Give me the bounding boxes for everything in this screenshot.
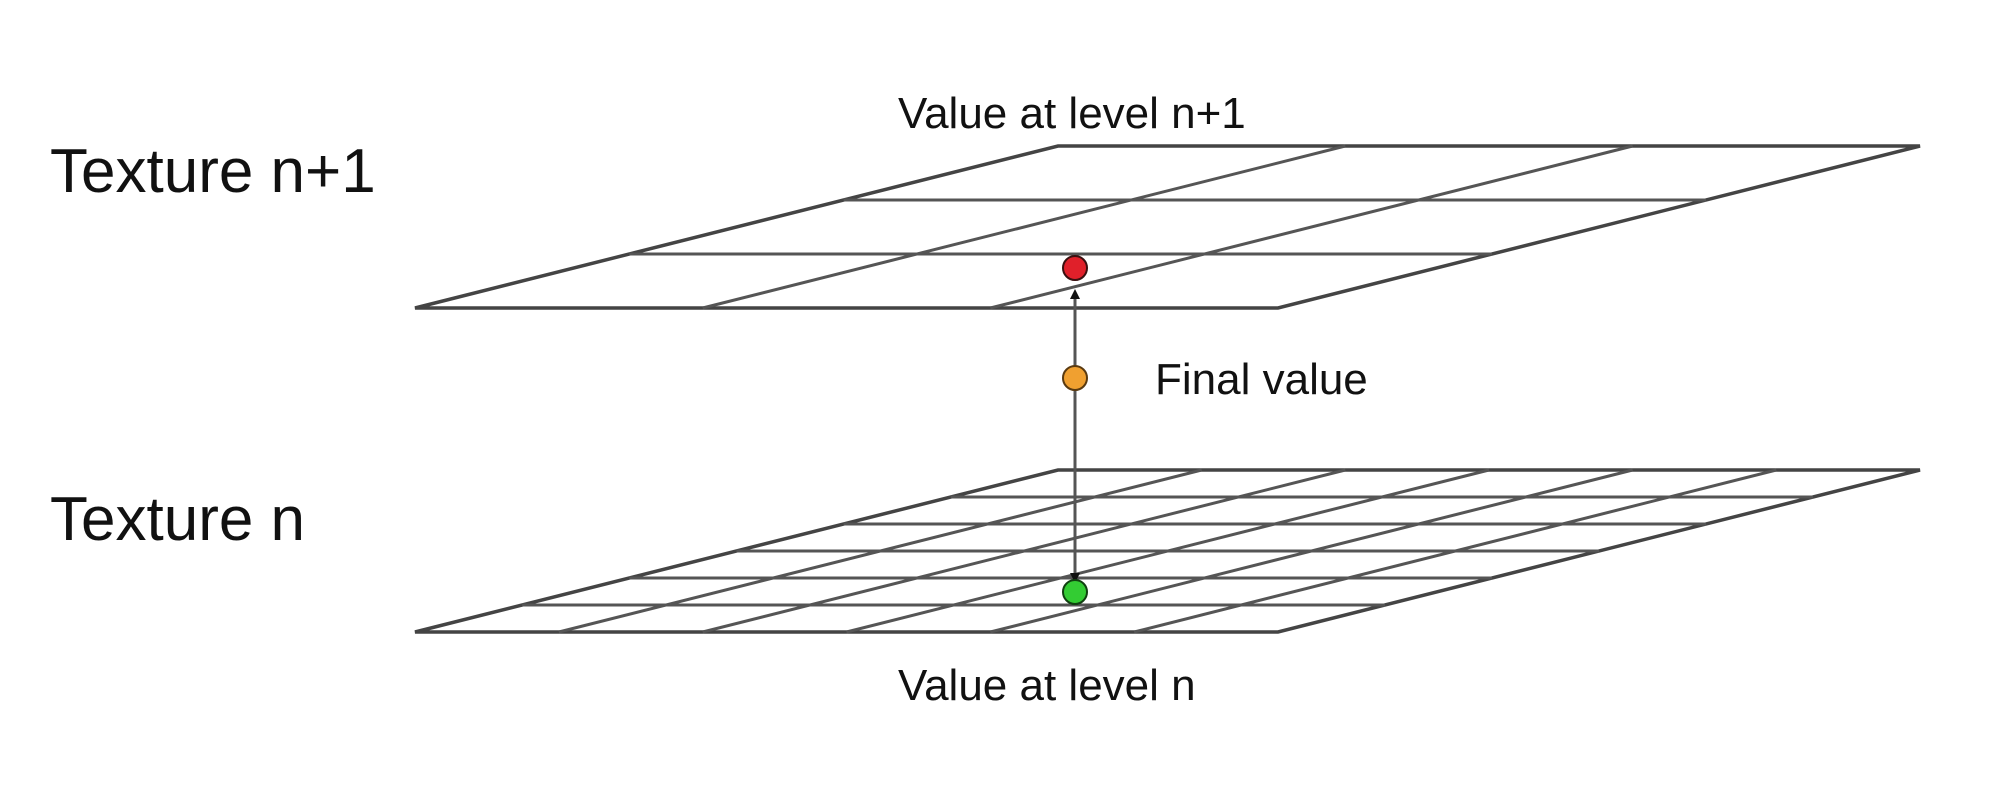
value-upper-label: Value at level n+1 (898, 89, 1246, 138)
texture-upper-grid (414, 144, 1921, 310)
value-lower-label: Value at level n (898, 661, 1196, 710)
texture-upper-gridlines (629, 144, 1706, 310)
final-value-point (1062, 365, 1088, 391)
texture-lower-column-line (558, 468, 1203, 634)
texture-lower-column-line (846, 468, 1490, 634)
texture-upper-column-line (702, 144, 1346, 310)
final-value-label: Final value (1155, 355, 1368, 404)
texture-lower-grid (414, 468, 1921, 634)
texture-upper-outline (414, 144, 1921, 310)
texture-upper-column-line (989, 144, 1634, 310)
texture-lower-gridlines (522, 468, 1813, 634)
texture-lower-label: Texture n (50, 485, 305, 554)
upper-level-sample-point (1062, 255, 1088, 281)
lower-level-sample-point (1062, 579, 1088, 605)
texture-upper-label: Texture n+1 (50, 137, 376, 206)
texture-lower-column-line (702, 468, 1346, 634)
texture-lower-column-line (1133, 468, 1777, 634)
texture-lower-column-line (989, 468, 1634, 634)
